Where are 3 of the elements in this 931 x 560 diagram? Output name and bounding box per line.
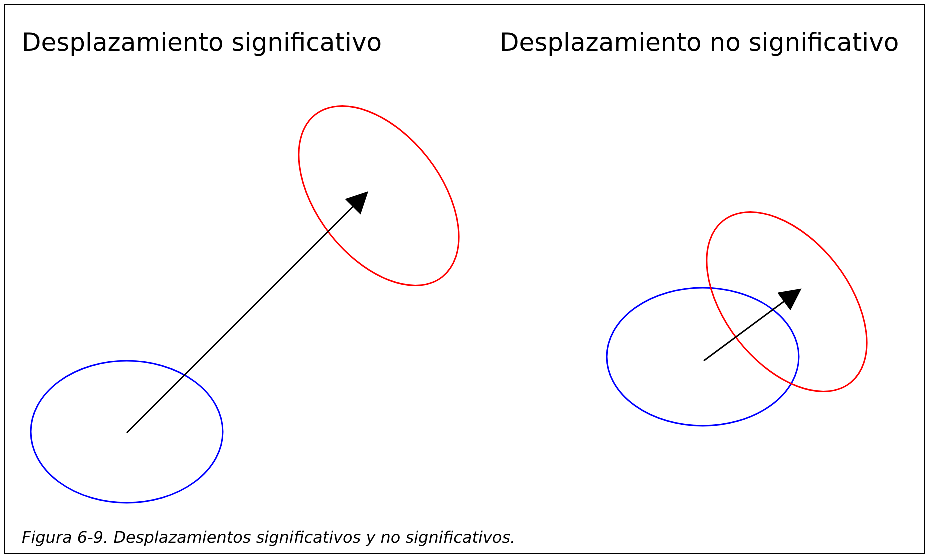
panel-heading: Desplazamiento no significativo: [500, 28, 900, 57]
panel-heading: Desplazamiento significativo: [22, 28, 382, 57]
figure-caption: Figura 6-9. Desplazamientos significativos y no significativos.: [22, 528, 516, 547]
